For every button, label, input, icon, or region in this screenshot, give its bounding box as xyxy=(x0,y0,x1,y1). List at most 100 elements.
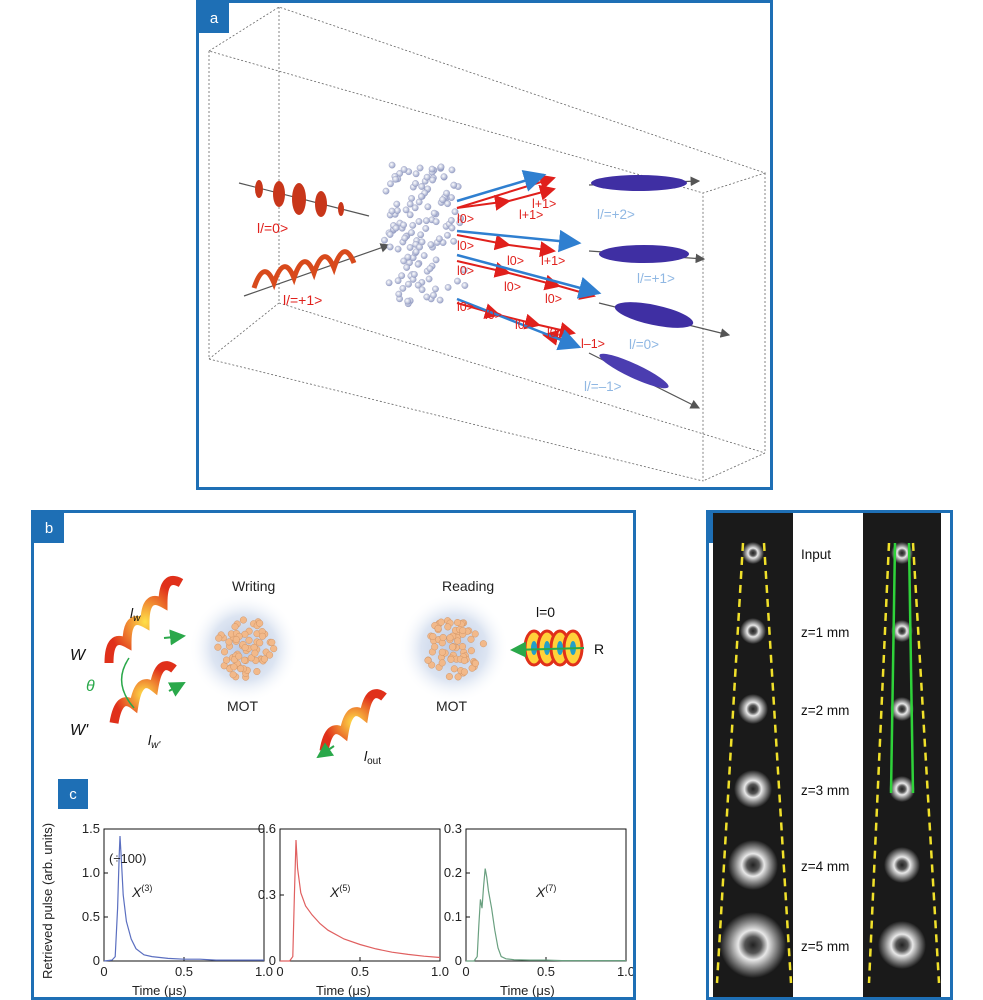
atom xyxy=(382,187,390,195)
atom xyxy=(386,231,394,238)
mot-atom xyxy=(429,632,437,640)
w-prime-label: W' xyxy=(70,722,89,739)
collimated-lines xyxy=(889,542,915,794)
svg-text:l0>: l0> xyxy=(515,318,532,332)
atom xyxy=(412,248,420,256)
svg-text:l+1>: l+1> xyxy=(519,208,543,222)
c-xlabel-1: Time (μs) xyxy=(316,983,371,997)
mot-atom xyxy=(215,634,223,642)
atom xyxy=(422,225,430,232)
box-outline xyxy=(208,6,767,482)
atom xyxy=(405,280,412,288)
l-zero-label: l=0 xyxy=(536,604,555,620)
atom xyxy=(409,222,417,229)
atom xyxy=(401,234,409,242)
y-tick-label: 0 xyxy=(269,953,276,968)
atom xyxy=(439,196,446,204)
mot-atom xyxy=(454,673,462,681)
output-beam xyxy=(319,689,387,752)
write-beam-w xyxy=(104,576,184,664)
output-pulses xyxy=(588,175,731,409)
x-tick-label: 1.0 xyxy=(431,964,449,979)
r-label: R xyxy=(594,641,604,657)
red-state-labels: l0> l+1> l+1> l0> l0> l+1> l0> l0> l0> l… xyxy=(457,197,605,351)
atom xyxy=(394,277,402,285)
series-line xyxy=(466,868,626,962)
y-tick-label: 0 xyxy=(455,953,462,968)
atom xyxy=(400,221,407,229)
x-tick-label: 1.0 xyxy=(255,964,273,979)
svg-text:l/=–1>: l/=–1> xyxy=(584,379,622,394)
panel-c-tag: c xyxy=(58,779,88,809)
svg-text:l/=0>: l/=0> xyxy=(629,337,659,352)
y-tick-label: 0.6 xyxy=(258,821,276,836)
mot-atom xyxy=(450,665,458,673)
svg-text:l0>: l0> xyxy=(457,212,474,226)
mot-atom xyxy=(222,656,230,664)
atom xyxy=(430,209,438,217)
svg-text:l0>: l0> xyxy=(504,280,521,294)
mot-atoms-left xyxy=(214,616,278,681)
mot-atom xyxy=(214,643,222,651)
svg-text:l+1>: l+1> xyxy=(532,197,556,211)
atom xyxy=(427,241,435,248)
atom xyxy=(411,204,419,212)
mot-atom xyxy=(247,654,255,662)
atom xyxy=(392,224,400,232)
atom xyxy=(381,236,388,244)
arrows-row-4 xyxy=(456,297,582,351)
mot-atom xyxy=(266,651,274,659)
input-label-1: l/=+1> xyxy=(283,292,322,308)
atom xyxy=(398,272,406,280)
mot-atom xyxy=(237,665,245,673)
mot-atom xyxy=(460,657,468,665)
atom xyxy=(448,166,456,174)
atom xyxy=(399,285,407,292)
mot-atom xyxy=(438,648,446,656)
lout-label: lout xyxy=(364,748,381,767)
y-tick-label: 0 xyxy=(93,953,100,968)
atom xyxy=(388,161,396,169)
distance-labels: Input z=1 mm z=2 mm z=3 mm z=4 mm z=5 mm xyxy=(801,547,849,954)
y-tick-label: 0.3 xyxy=(258,887,276,902)
atom xyxy=(388,207,396,215)
atom xyxy=(414,281,422,289)
atom xyxy=(424,203,432,211)
svg-text:l0>: l0> xyxy=(547,326,564,340)
mot-atom xyxy=(241,656,249,664)
gaussian-pulse xyxy=(255,180,344,217)
svg-text:l0>: l0> xyxy=(507,254,524,268)
atom xyxy=(411,271,418,278)
mot-atom xyxy=(459,642,467,650)
svg-text:z=5 mm: z=5 mm xyxy=(801,939,849,954)
mot-atom xyxy=(467,635,475,643)
theta-label: θ xyxy=(86,678,95,695)
mot-atom xyxy=(431,643,439,651)
c-xlabel-0: Time (μs) xyxy=(132,983,187,997)
atom xyxy=(456,219,464,227)
panel-b-diagram: Writing Reading MOT MOT θ W W' lw lw' lo… xyxy=(70,576,604,767)
arrows-row-1 xyxy=(456,169,556,211)
y-tick-label: 1.5 xyxy=(82,821,100,836)
atom xyxy=(415,218,423,225)
x-tick-label: 1.0 xyxy=(617,964,633,979)
mot-atom xyxy=(434,624,442,632)
svg-text:l0>: l0> xyxy=(457,239,474,253)
atom xyxy=(404,253,412,261)
mot-atom xyxy=(245,636,253,644)
writing-title: Writing xyxy=(232,578,275,594)
mot-atom xyxy=(447,655,455,663)
svg-text:l0>: l0> xyxy=(485,308,502,322)
mot-atom xyxy=(256,619,264,627)
svg-text:Input: Input xyxy=(801,547,831,562)
atom xyxy=(416,243,423,251)
y-tick-label: 0.3 xyxy=(444,821,462,836)
c-ylabel: Retrieved pulse (arb. units) xyxy=(40,823,55,979)
mot-atom xyxy=(253,667,261,675)
reading-title: Reading xyxy=(442,578,494,594)
mot-atom xyxy=(459,626,467,634)
x-tick-label: 0.5 xyxy=(537,964,555,979)
panel-a-diagram: l/=0> l/=+1> xyxy=(208,6,767,482)
atom xyxy=(428,165,436,173)
atom xyxy=(385,279,393,287)
